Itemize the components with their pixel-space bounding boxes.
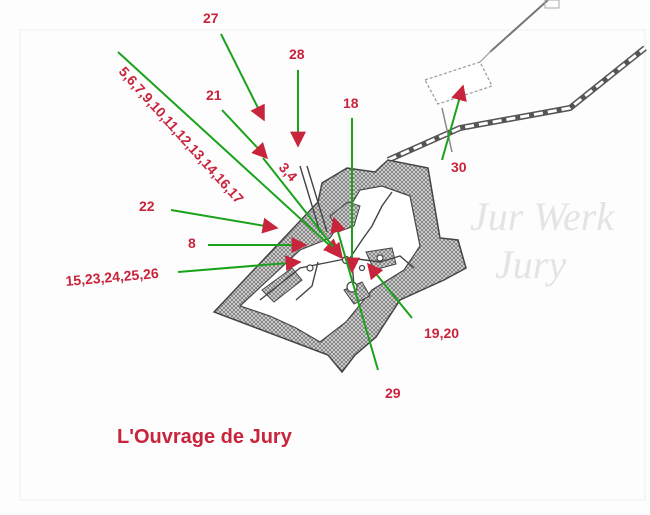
pointer-5-17 [117, 51, 341, 256]
label-15-26: 15,23,24,25,26 [65, 265, 160, 289]
label-22: 22 [139, 198, 155, 214]
label-3-4: 3,4 [276, 159, 301, 184]
label-8: 8 [188, 235, 196, 251]
pointer-3-4 [262, 157, 343, 260]
turret [358, 264, 366, 272]
detached-block [424, 0, 560, 105]
turret [376, 254, 384, 262]
label-5-17: 5,6,7,9,10,11,12,13,14,16,17 [116, 63, 247, 206]
approach-path [386, 0, 647, 163]
background-text-jury: Jury [495, 242, 566, 287]
pointer-30 [441, 84, 467, 161]
pointer-21 [221, 109, 269, 160]
pointer-29 [330, 216, 379, 371]
map-title: L'Ouvrage de Jury [117, 426, 293, 448]
label-19-20: 19,20 [424, 325, 459, 341]
label-21: 21 [206, 87, 222, 103]
label-30: 30 [451, 159, 467, 175]
pointer-15-26 [177, 255, 302, 273]
label-28: 28 [289, 46, 305, 62]
turret [306, 264, 314, 272]
background-text-jur-werk: Jur Werk [470, 194, 615, 239]
scan-border [19, 29, 646, 501]
label-29: 29 [385, 385, 401, 401]
pointer-22 [170, 209, 279, 234]
pointer-19-20 [366, 262, 413, 319]
label-27: 27 [203, 10, 219, 26]
pointer-27 [220, 33, 265, 122]
label-18: 18 [343, 95, 359, 111]
pointer-lines [117, 33, 467, 371]
